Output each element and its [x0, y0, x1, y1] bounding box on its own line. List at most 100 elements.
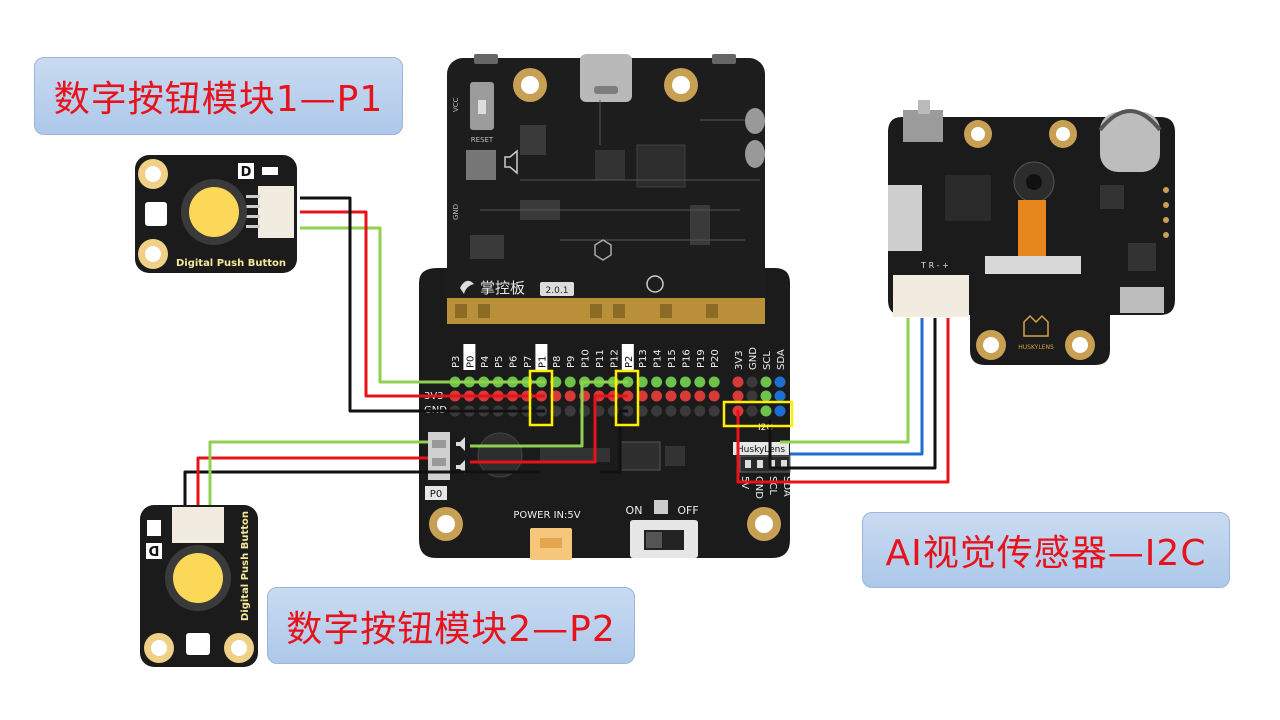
power-in-label: POWER IN:5V: [513, 510, 580, 521]
button1-cap[interactable]: [189, 187, 239, 237]
pin-label-p10: P10: [581, 349, 592, 368]
pin-highlights: [528, 369, 794, 428]
wire-sensor-vcc: [736, 318, 950, 484]
pin-label-p13: P13: [638, 349, 649, 368]
button2-cap[interactable]: [173, 553, 223, 603]
pin-label-p11: P11: [595, 349, 606, 368]
wire-button1-ground: [300, 196, 545, 413]
pin-label-p6: P6: [509, 356, 520, 368]
i2c-pins: [732, 376, 786, 417]
pin-power-p9: [564, 390, 576, 402]
controller-board-upper: RESET VCC GND: [447, 54, 765, 320]
pin-ground-p9: [564, 405, 576, 417]
button-module-2: D Digital Push Button: [140, 505, 258, 667]
sensor-dial[interactable]: [1100, 112, 1160, 172]
usb-c-port: [580, 54, 632, 102]
button1-d-mark: D: [241, 165, 252, 180]
pin-label-p19: P19: [696, 349, 707, 368]
button-module-1: D Digital Push Button: [135, 155, 297, 273]
i2c-pin-a-scl: [760, 376, 772, 388]
gnd-side-label: GND: [452, 204, 460, 220]
i2c-pin-b-sda: [774, 390, 786, 402]
pin-label-p0: P0: [465, 356, 476, 368]
dfrobot-logo-icon-2: [186, 633, 210, 655]
sensor-button[interactable]: [903, 110, 943, 142]
callout-button2: 数字按钮模块2—P2: [267, 587, 635, 664]
board-version: 2.0.1: [546, 286, 569, 296]
compass-icon: [646, 275, 664, 293]
pin-label-p5: P5: [494, 356, 505, 368]
pin-ground-p19: [694, 405, 706, 417]
pin-power-p16: [679, 390, 691, 402]
pin-ground-p20: [708, 405, 720, 417]
pin-power-p15: [665, 390, 677, 402]
i2c-bottom-label-gnd: GND: [753, 476, 764, 499]
wire-button2-ground-tail: [183, 470, 428, 505]
camera-flex-cable: [1018, 200, 1046, 256]
pin-label-p15: P15: [667, 349, 678, 368]
pin-signal-p19: [694, 376, 706, 388]
reset-label: RESET: [471, 136, 494, 144]
sensor-pin-labels: T R - +: [920, 261, 949, 270]
wires: [183, 196, 950, 505]
i2c-pin-c-gnd: [746, 405, 758, 417]
pin-row-signal: [449, 376, 720, 388]
board-brand: 掌控板: [480, 279, 525, 297]
pin-ground-p14: [651, 405, 663, 417]
pin-label-p7: P7: [523, 356, 534, 368]
i2c-pin-a-sda: [774, 376, 786, 388]
highlight-p2: [614, 369, 640, 427]
callout-sensor: AI视觉传感器—I2C: [862, 512, 1230, 588]
pin-signal-p13: [636, 376, 648, 388]
callout-button1: 数字按钮模块1—P1: [34, 57, 403, 135]
brand-logo-icon: [460, 280, 474, 294]
pin-power-p19: [694, 390, 706, 402]
pin-signal-p14: [651, 376, 663, 388]
pin-signal-p15: [665, 376, 677, 388]
bluetooth-icon: [745, 108, 765, 134]
pin-label-p9: P9: [566, 356, 577, 368]
button2-name: Digital Push Button: [240, 511, 251, 621]
i2c-bottom-label-sda: SDA: [781, 476, 792, 497]
pin-ground-p15: [665, 405, 677, 417]
pin-ground-p13: [636, 405, 648, 417]
pin-label-p2: P2: [624, 356, 635, 368]
pin-label-p8: P8: [552, 356, 563, 368]
switch-off-label: OFF: [677, 504, 698, 517]
i2c-pin-b-gnd: [746, 390, 758, 402]
i2c-top-label-scl: SCL: [762, 351, 773, 370]
wire-button2-signal: [208, 380, 628, 505]
wire-sensor-gnd: [768, 318, 937, 470]
i2c-pin-c-scl: [760, 405, 772, 417]
i2c-top-label-gnd: GND: [748, 347, 759, 370]
wire-button1-power: [300, 210, 545, 398]
i2c-pin-a-3v3: [732, 376, 744, 388]
i2c-label: I2C: [758, 423, 773, 433]
pin-power-p20: [708, 390, 720, 402]
pin-label-p1: P1: [537, 356, 548, 368]
wire-button2-ground: [428, 409, 628, 474]
button1-connector: [258, 186, 294, 238]
ai-vision-sensor: T R - + HUSKYLENS: [888, 100, 1175, 365]
switch-on-label: ON: [626, 504, 643, 517]
husky-logo-icon: [1023, 314, 1049, 337]
sensor-brand: HUSKYLENS: [1018, 344, 1054, 351]
sensor-connector: [893, 275, 969, 317]
speaker-icon: [504, 149, 518, 175]
buzzer: [477, 432, 523, 478]
p0-badge: P0: [430, 489, 442, 500]
pin-label-p14: P14: [653, 349, 664, 368]
pin-label-p12: P12: [609, 349, 620, 368]
button1-name: Digital Push Button: [176, 258, 286, 269]
vcc-label: VCC: [452, 97, 460, 112]
accelerometer-icon: [594, 239, 612, 261]
button2-connector: [172, 507, 224, 543]
pin-label-p20: P20: [710, 349, 721, 368]
i2c-top-label-sda: SDA: [776, 349, 787, 370]
i2c-pin-c-sda: [774, 405, 786, 417]
pin-power-p14: [651, 390, 663, 402]
